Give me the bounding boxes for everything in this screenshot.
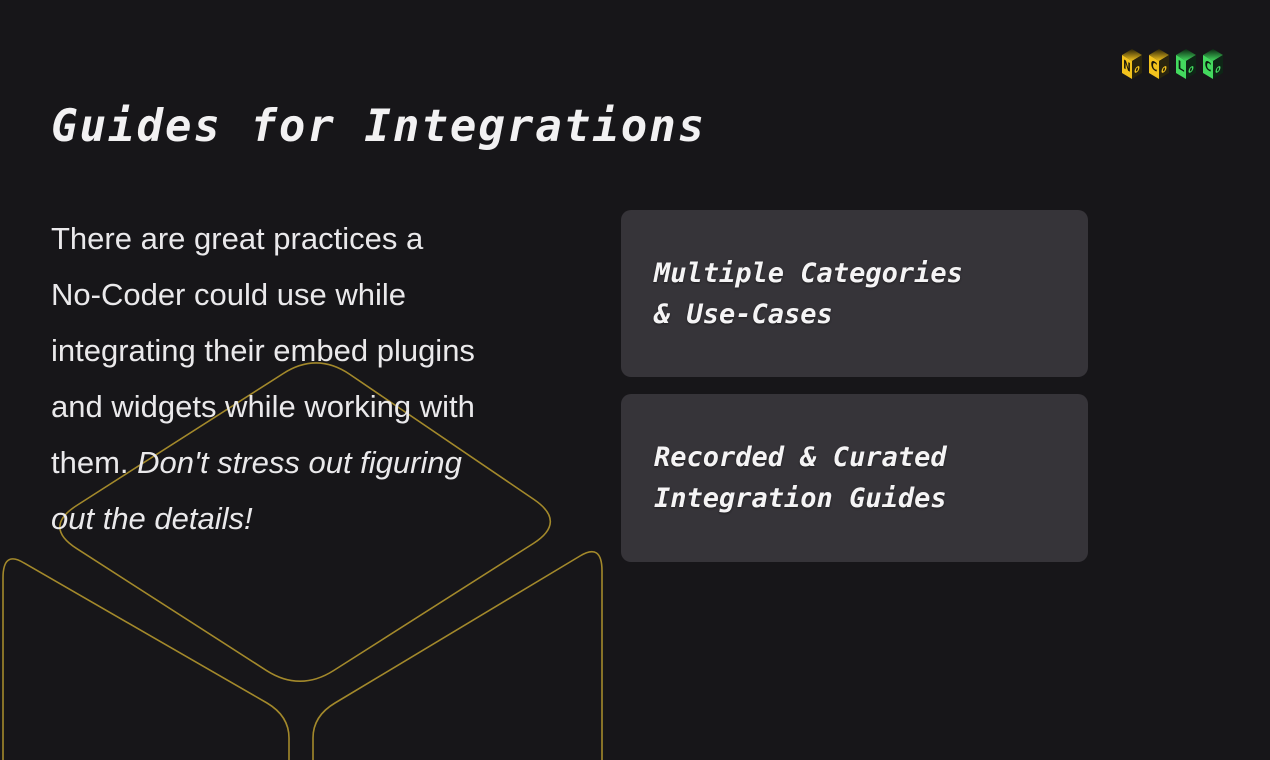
- logo-cube-c1: C o: [1149, 49, 1169, 79]
- page-title: Guides for Integrations: [51, 101, 707, 152]
- cube-side-face: [1186, 55, 1196, 79]
- logo-cube-l: L o: [1176, 49, 1196, 79]
- logo-cube-n: N o: [1122, 49, 1142, 79]
- logo-cube-c2: C o: [1203, 49, 1223, 79]
- nocoloco-logo: N o C o L o: [1122, 49, 1223, 79]
- logo-letter-o: o: [1215, 62, 1221, 76]
- cube-side-face: [1159, 55, 1169, 79]
- card-line: Recorded & Curated: [654, 442, 947, 473]
- cube-front-face: [1122, 55, 1132, 79]
- logo-letter-o: o: [1134, 62, 1140, 76]
- card-line: Multiple Categories: [654, 257, 963, 289]
- logo-letter: C: [1204, 58, 1211, 76]
- cube-side-face: [1213, 55, 1223, 79]
- cube-front-face: [1149, 55, 1159, 79]
- feature-cards: Multiple Categories & Use-Cases Recorded…: [621, 210, 1088, 562]
- card-line: Integration Guides: [654, 483, 947, 514]
- paragraph-line: There are great practices a: [51, 221, 424, 256]
- paragraph-line: them. Don't stress out figuring: [51, 445, 462, 480]
- paragraph-line: integrating their embed plugins: [51, 333, 475, 368]
- paragraph-line: No-Coder could use while: [51, 277, 406, 312]
- cube-front-face: [1176, 55, 1186, 79]
- logo-letter: N: [1123, 58, 1130, 76]
- card-integration-guides: Recorded & Curated Integration Guides: [621, 394, 1088, 562]
- logo-letter-o: o: [1161, 62, 1167, 76]
- paragraph-emphasis: out the details!: [51, 501, 253, 536]
- card-multiple-categories: Multiple Categories & Use-Cases: [621, 210, 1088, 377]
- wireframe-left-face: [2, 558, 290, 760]
- logo-letter-o: o: [1188, 62, 1194, 76]
- paragraph-line: and widgets while working with: [51, 389, 475, 424]
- paragraph-emphasis: Don't stress out figuring: [137, 445, 462, 480]
- logo-letter: C: [1150, 58, 1157, 76]
- cube-front-face: [1203, 55, 1213, 79]
- card-line: & Use-Cases: [654, 298, 833, 330]
- cube-side-face: [1132, 55, 1142, 79]
- intro-paragraph: There are great practices a No-Coder cou…: [51, 211, 521, 547]
- wireframe-right-face: [312, 550, 603, 760]
- logo-letter: L: [1177, 58, 1184, 76]
